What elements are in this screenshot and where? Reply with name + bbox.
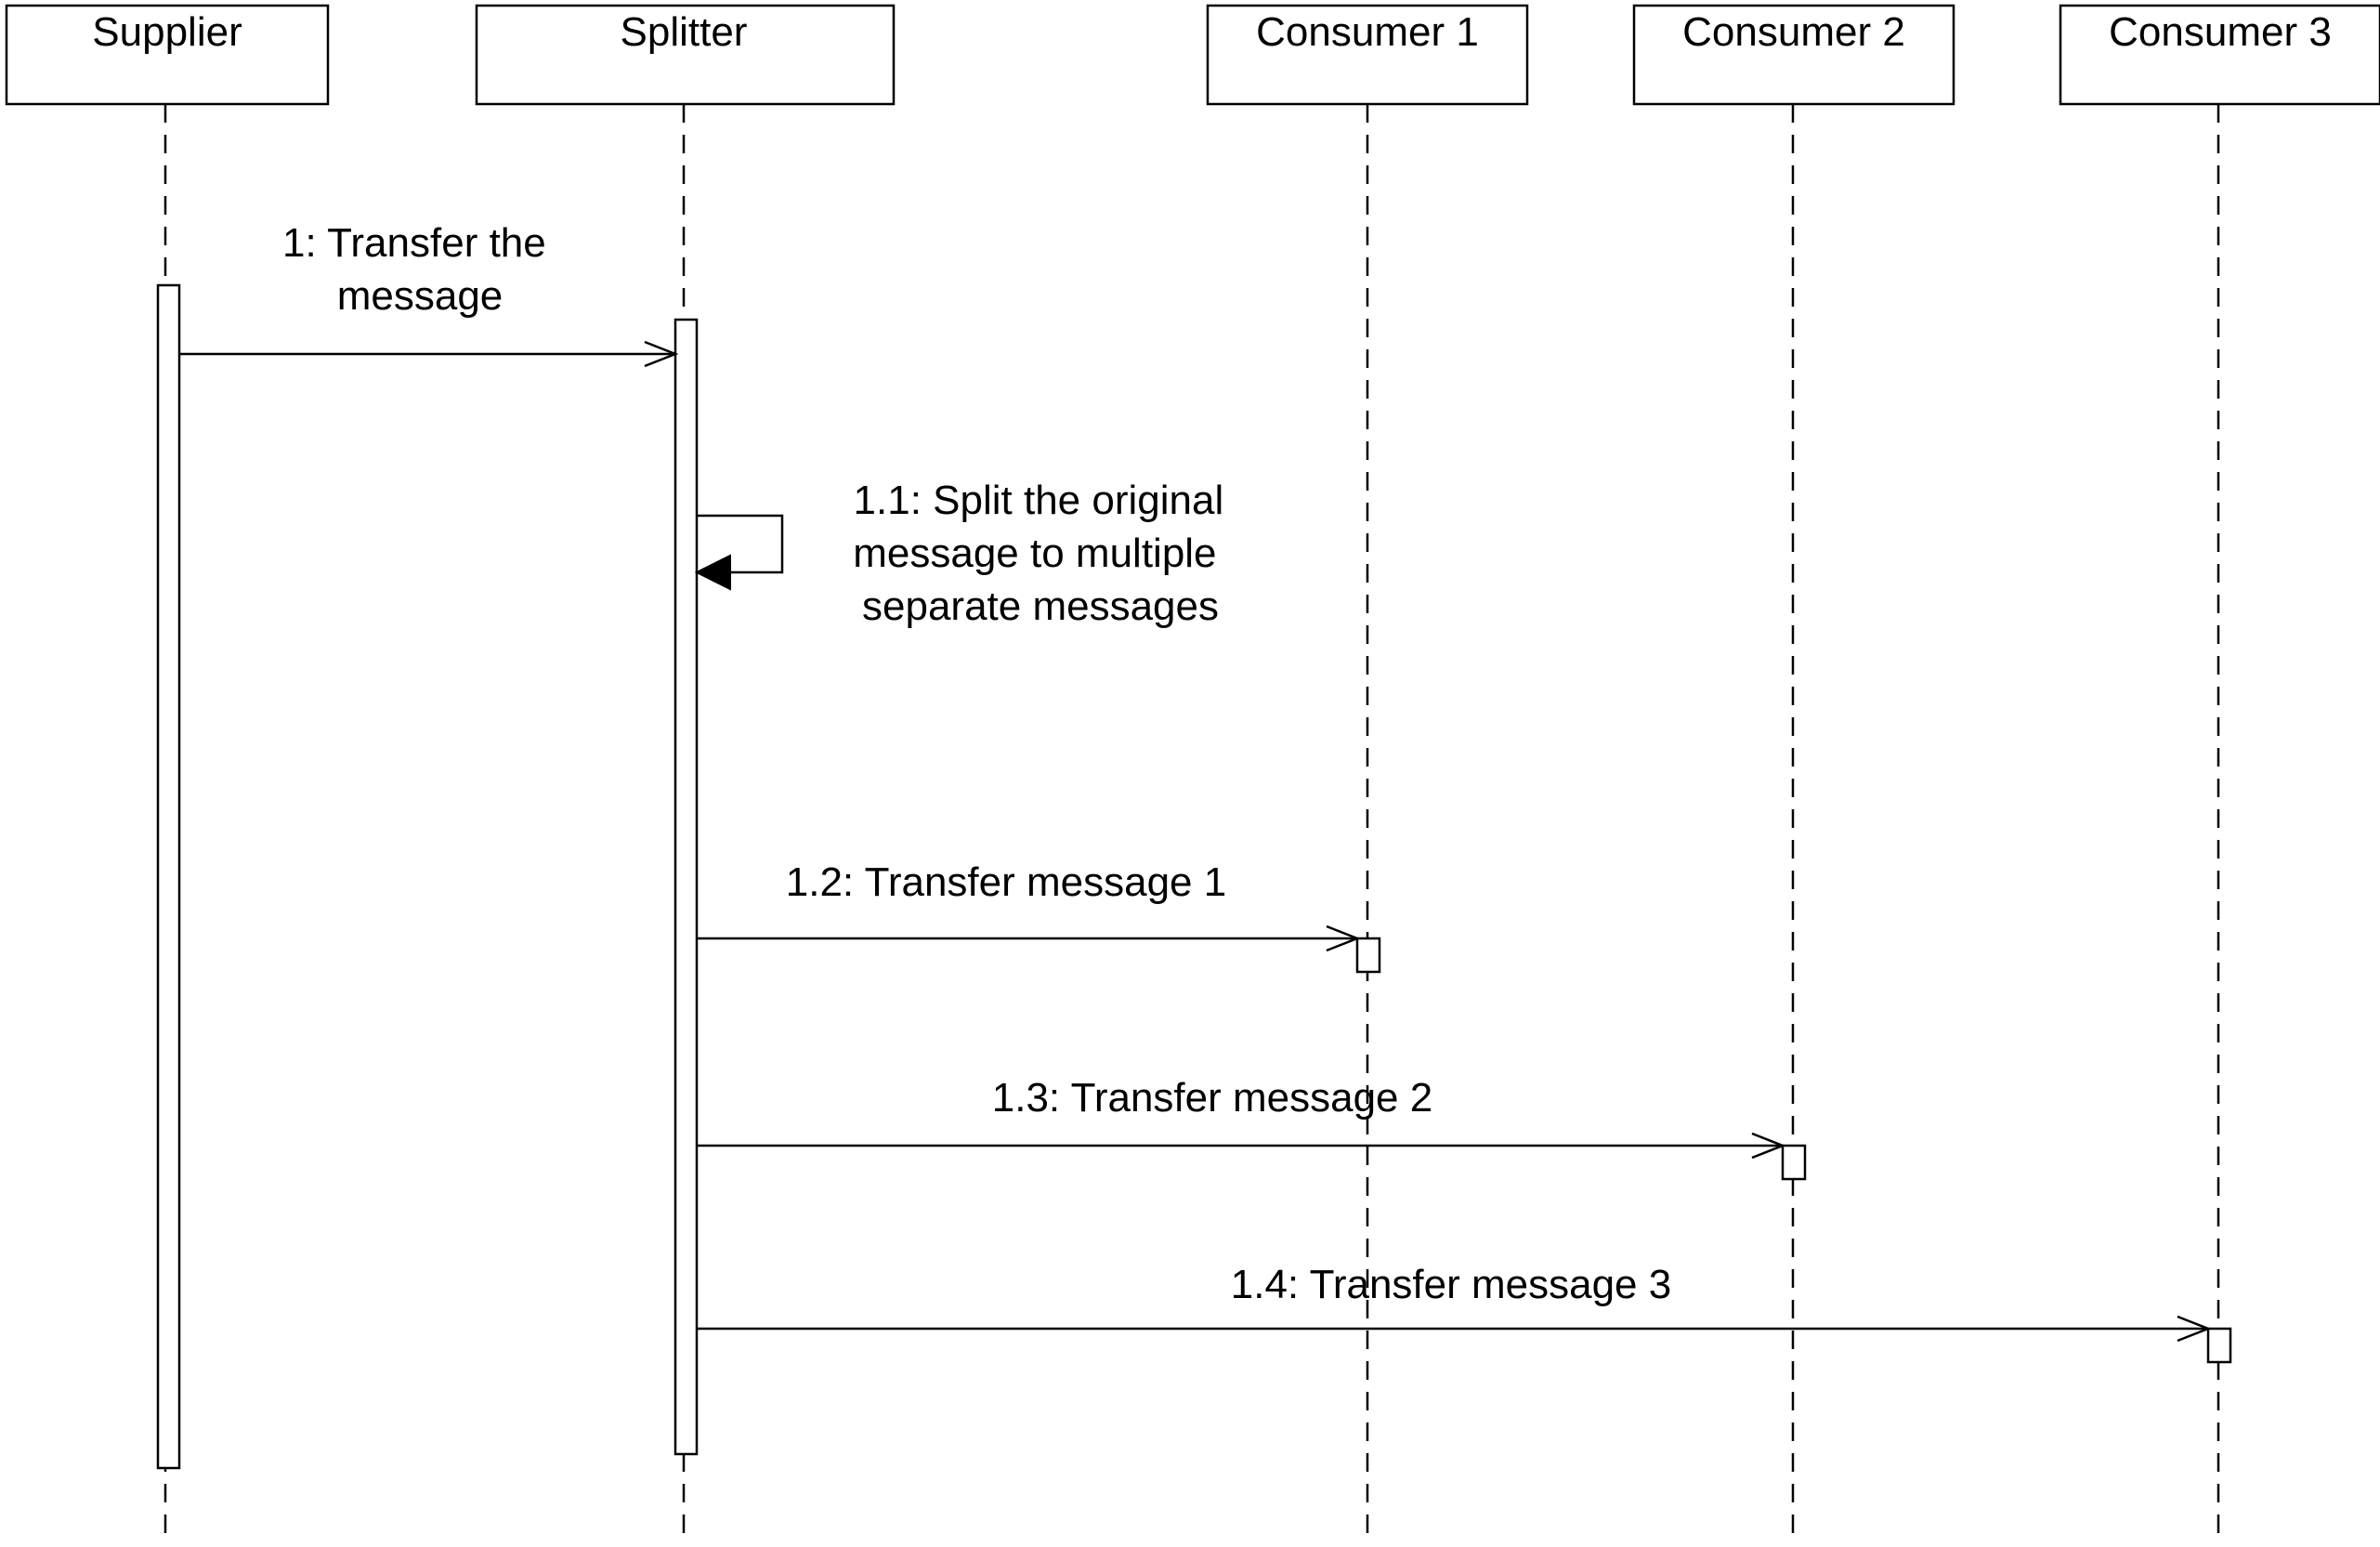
message-label-line: 1.3: Transfer message 2 [992,1075,1432,1121]
participant-name: Consumer 1 [1256,9,1479,55]
participant-supplier: Supplier [5,4,330,106]
participant-consumer2: Consumer 2 [1632,4,1955,106]
participant-splitter: Splitter [475,4,896,106]
message-label-line: message to multiple [853,531,1216,576]
self-call-line [697,514,784,574]
message-label-line: message [337,273,503,319]
message-split-self-call: 1.1: Split the original message to multi… [694,478,1235,629]
message-label-line: 1: Transfer the [282,220,546,266]
participant-name: Supplier [92,9,242,55]
participant-consumer1: Consumer 1 [1206,4,1529,106]
message-label: 1.1: Split the original message to multi… [853,478,1235,629]
participant-box [1206,4,1529,106]
message-label: 1.2: Transfer message 1 [786,859,1226,905]
activation-supplier [156,283,181,1470]
participant-box [1632,4,1955,106]
message-label-line: 1.1: Split the original [854,478,1224,523]
activations [156,283,2232,1470]
message-label: 1.3: Transfer message 2 [992,1075,1432,1121]
open-arrowhead-icon [644,340,679,368]
message-label-line: separate messages [862,583,1219,629]
activation-consumer3 [2206,1327,2232,1364]
open-arrowhead-icon [1751,1132,1786,1160]
participant-consumer3: Consumer 3 [2059,4,2380,106]
open-arrowhead-icon [2177,1315,2212,1343]
message-transfer-message-1: 1.2: Transfer message 1 [697,859,1361,952]
message-transfer-message-2: 1.3: Transfer message 2 [697,1075,1786,1160]
open-arrowhead-icon [1326,924,1361,952]
activation-consumer1 [1355,937,1381,974]
message-label: 1.4: Transfer message 3 [1231,1262,1671,1307]
message-label-line: 1.2: Transfer message 1 [786,859,1226,905]
participant-box [2059,4,2380,106]
activation-consumer2 [1781,1144,1807,1181]
filled-arrowhead-icon [694,554,731,591]
message-label-line: 1.4: Transfer message 3 [1231,1262,1671,1307]
activation-splitter [673,318,699,1456]
participant-name: Consumer 3 [2109,9,2332,55]
participant-box [475,4,896,106]
message-transfer-the-message: 1: Transfer the message [179,220,679,368]
message-transfer-message-3: 1.4: Transfer message 3 [697,1262,2212,1343]
message-label: 1: Transfer the message [282,220,557,319]
participant-name: Splitter [621,9,748,55]
lifelines [163,104,2220,1542]
participant-name: Consumer 2 [1682,9,1905,55]
participant-box [5,4,330,106]
